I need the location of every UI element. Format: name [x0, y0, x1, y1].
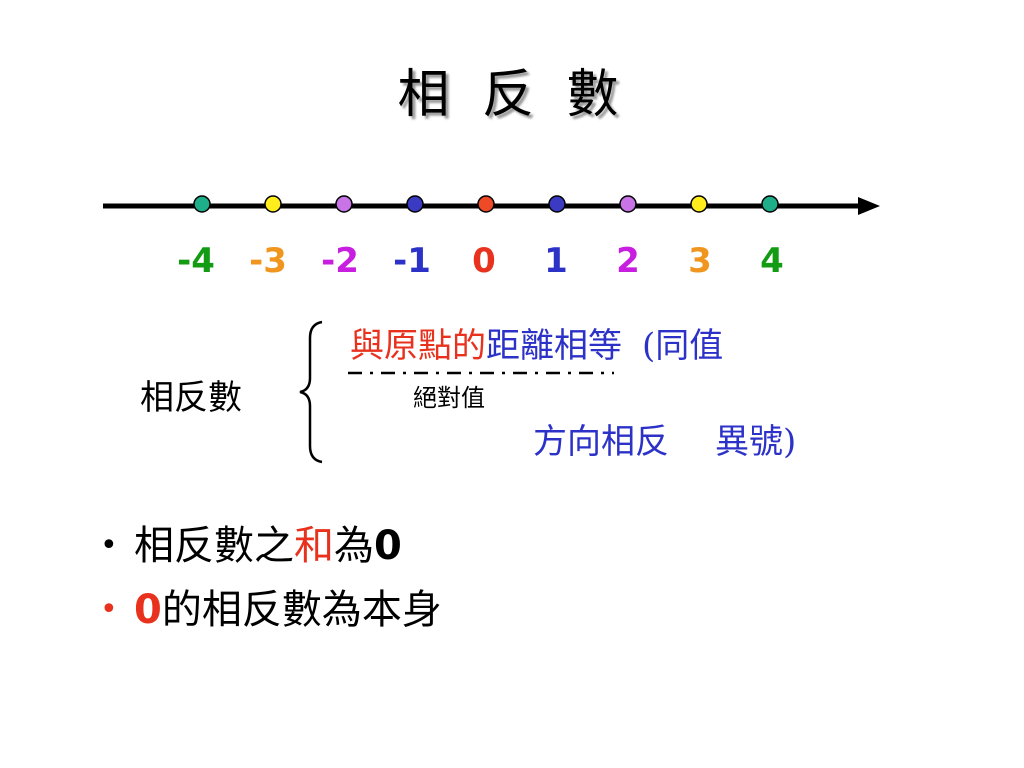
bullet-zero: 0: [374, 523, 402, 569]
distance-phrase-blue: 距離相等: [486, 326, 622, 366]
number-line-arrowhead: [858, 197, 880, 215]
bullet-icon: •: [100, 528, 118, 563]
number-line-label: 4: [760, 241, 784, 280]
number-line-label: -4: [177, 241, 215, 280]
number-line-dot: [761, 195, 779, 213]
number-line: -4 -3 -2 -1 0 1 2 3 4: [103, 195, 880, 280]
same-value-phrase: (同值: [642, 326, 724, 366]
opposite-direction-phrase: 方向相反: [533, 422, 669, 462]
definition-line-1: 與原點的距離相等 (同值: [350, 318, 723, 367]
number-line-label: -3: [249, 241, 287, 280]
number-line-label: 3: [688, 241, 712, 280]
number-line-label: 1: [544, 241, 568, 280]
bullet-icon: •: [100, 592, 118, 627]
number-line-label: 2: [616, 241, 640, 280]
left-brace-icon: [299, 320, 323, 464]
number-line-dot: [193, 195, 211, 213]
list-item: • 0的相反數為本身: [100, 590, 442, 630]
number-line-dot: [619, 195, 637, 213]
number-line-dot: [335, 195, 353, 213]
bullet-text: 相反數之: [134, 523, 294, 569]
number-line-dot: [477, 195, 495, 213]
dash-dot-divider: [348, 371, 614, 375]
number-line-dot: [690, 195, 708, 213]
list-item: • 相反數之和為0: [100, 526, 442, 566]
opposite-sign-phrase: 異號): [715, 422, 797, 462]
number-line-label: -1: [393, 241, 431, 280]
distance-phrase-red: 與原點的: [350, 326, 486, 366]
bullet-text: 的相反數為本身: [161, 587, 442, 633]
number-line-label: 0: [472, 241, 496, 280]
definition-label: 相反數: [140, 378, 242, 418]
bullet-list: • 相反數之和為0 • 0的相反數為本身: [100, 526, 442, 654]
bullet-zero: 0: [134, 587, 162, 633]
slide-title: 相 反 數: [397, 65, 627, 125]
number-line-label: -2: [321, 241, 359, 280]
number-line-dot: [406, 195, 424, 213]
number-line-dot: [548, 195, 566, 213]
bullet-text: 為: [334, 523, 374, 569]
number-line-dot: [264, 195, 282, 213]
definition-line-2: 方向相反 異號): [533, 414, 796, 463]
bullet-text-highlight: 和: [294, 523, 334, 569]
absolute-value-note: 絕對值: [413, 384, 485, 412]
